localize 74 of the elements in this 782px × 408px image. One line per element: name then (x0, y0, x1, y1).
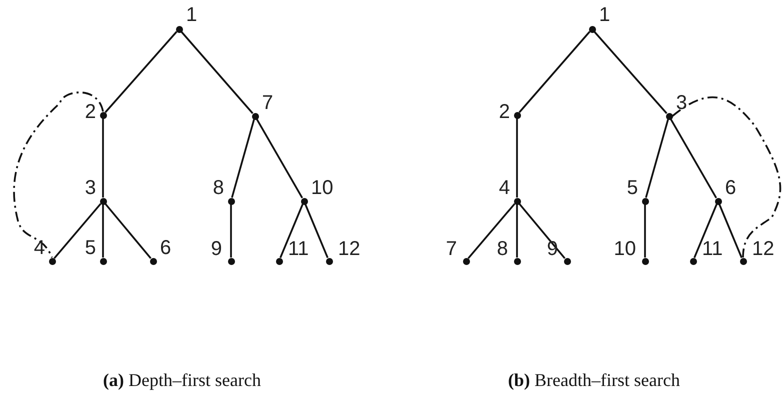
tree-node-dot (300, 198, 308, 204)
node-number: 1 (599, 5, 610, 25)
tree-edge (102, 118, 104, 198)
tree-node-dot (514, 198, 520, 204)
tree-edge (718, 204, 742, 258)
tree-node-dot (588, 26, 596, 32)
tree-edge (594, 31, 668, 114)
node-number: 3 (84, 178, 96, 198)
tree-node-dot (642, 198, 648, 204)
node-number: 2 (498, 102, 510, 122)
tree-node-dot (462, 258, 470, 264)
tree-edge (104, 31, 178, 113)
tree-edge (468, 203, 516, 259)
node-number: 7 (446, 239, 457, 259)
node-number: 11 (288, 239, 309, 259)
tree-node-dot (100, 112, 106, 118)
subfigure-caption: (a) Depth–first search (103, 370, 261, 391)
node-number: 2 (84, 102, 96, 122)
tree-edge (518, 203, 566, 259)
node-number: 3 (676, 93, 688, 113)
tree-node-dot (150, 258, 156, 264)
node-number: 11 (702, 239, 723, 259)
subfigure-caption: (b) Breadth–first search (508, 370, 680, 391)
tree-node-dot (228, 258, 234, 264)
tree-edge (644, 204, 646, 258)
tree-edge (516, 204, 518, 258)
tree-node-dot (48, 258, 56, 264)
tree-edge (230, 204, 232, 258)
tree-edge (231, 119, 255, 198)
node-number: 12 (338, 239, 360, 259)
tree-node-dot (714, 198, 722, 204)
node-number: 4 (34, 238, 45, 258)
tree-node-dot (564, 258, 570, 264)
node-number: 1 (186, 5, 198, 25)
node-number: 9 (546, 239, 558, 259)
tree-edge (54, 203, 102, 259)
tree-edge (516, 118, 518, 198)
node-number: 5 (84, 238, 96, 258)
tree-node-dot (276, 258, 282, 264)
node-number: 8 (496, 239, 508, 259)
tree-edge (280, 204, 304, 258)
tree-node-dot (176, 26, 182, 32)
tree-node-dot (100, 198, 106, 204)
tree-node-dot (100, 258, 106, 264)
tree-node-dot (252, 112, 258, 120)
dash-dot-arc (13, 92, 104, 258)
node-number: 10 (614, 239, 636, 259)
node-number: 12 (752, 239, 774, 259)
tree-node-dot (666, 112, 672, 120)
tree-edge (102, 204, 104, 258)
tree-node-dot (326, 258, 332, 264)
node-number: 5 (626, 178, 638, 198)
tree-edge (645, 119, 669, 198)
tree-node-dot (514, 112, 520, 118)
tree-edge (304, 204, 328, 258)
dash-dot-arc (672, 96, 782, 258)
node-number: 4 (498, 178, 510, 198)
tree-node-dot (514, 258, 520, 264)
tree-node-dot (740, 258, 746, 264)
node-number: 7 (262, 93, 274, 113)
node-number: 8 (212, 178, 224, 198)
node-number: 6 (160, 238, 172, 258)
node-number: 9 (210, 239, 222, 259)
tree-edge (518, 31, 590, 113)
tree-edge (256, 118, 304, 198)
tree-edge (180, 31, 254, 114)
node-number: 6 (725, 178, 736, 198)
tree-edge (694, 204, 718, 258)
tree-edge (670, 118, 718, 198)
node-number: 10 (311, 178, 334, 198)
tree-node-dot (228, 198, 234, 204)
tree-node-dot (642, 258, 648, 264)
tree-node-dot (690, 258, 696, 264)
tree-edge (104, 203, 152, 259)
